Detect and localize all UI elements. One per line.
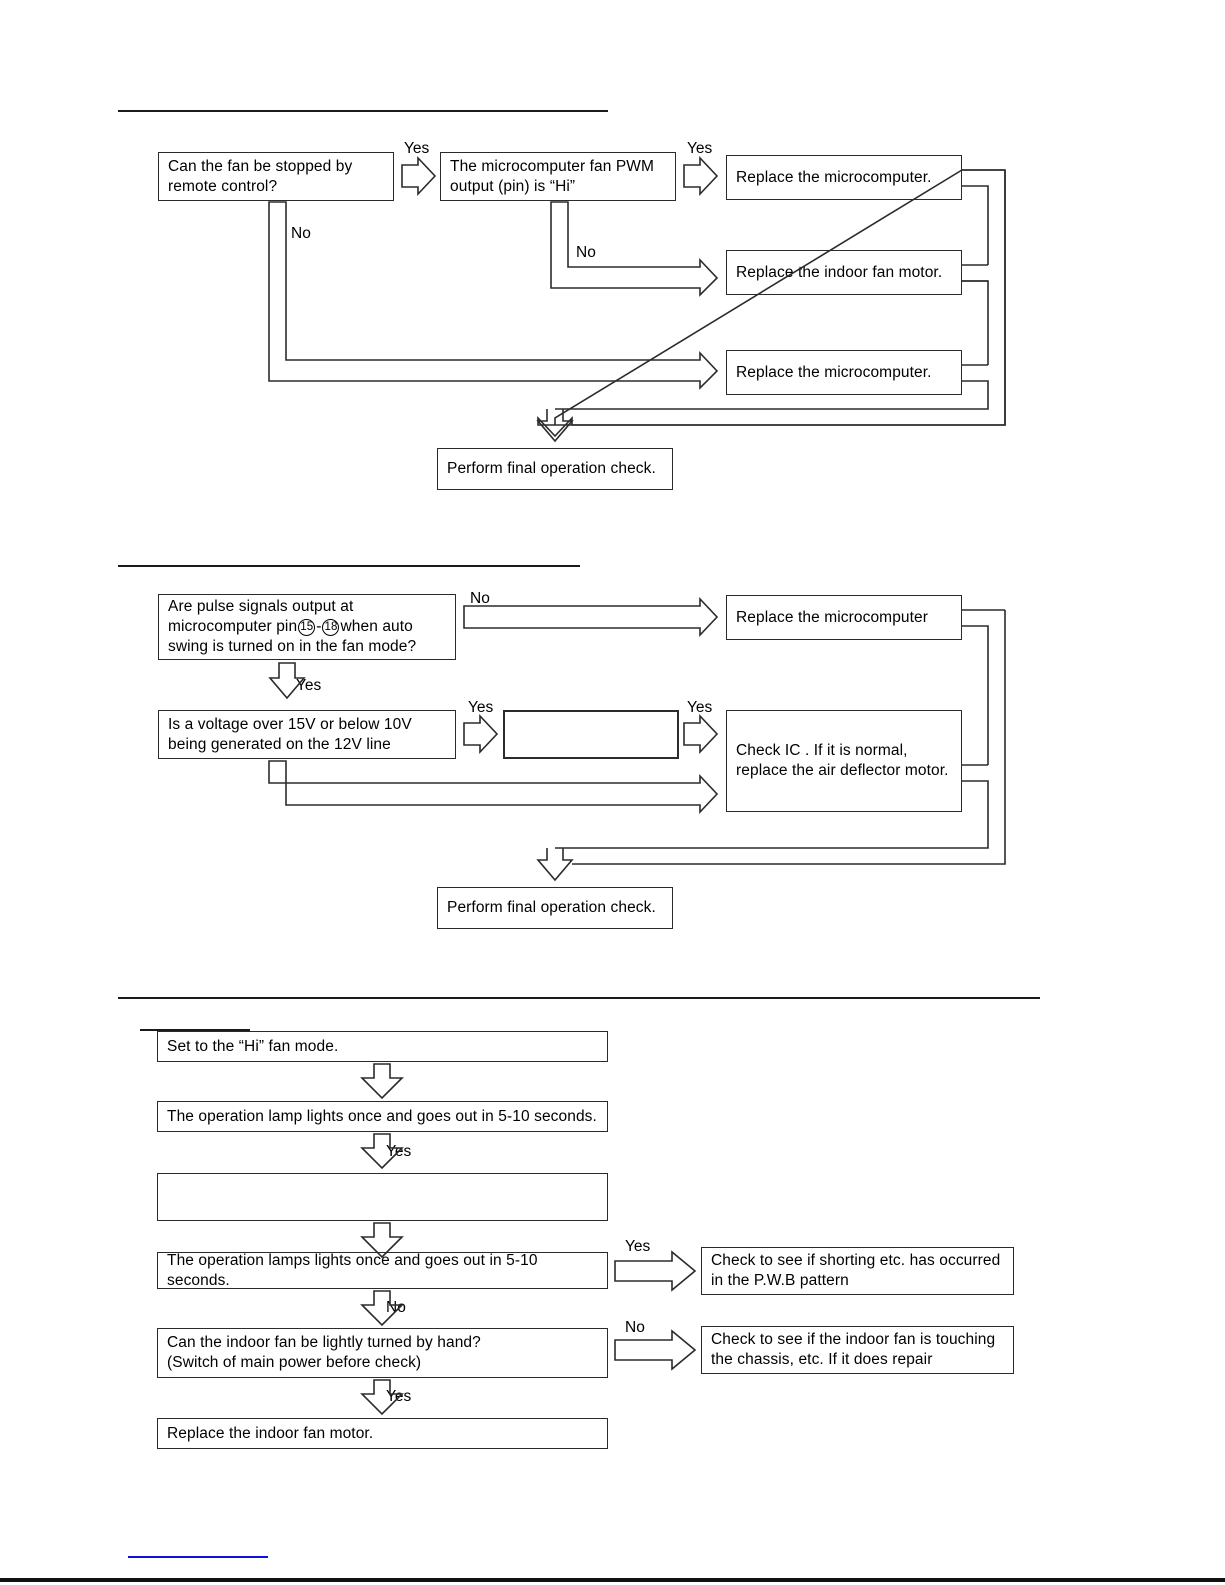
- footer-hyperlink[interactable]: [128, 1556, 268, 1558]
- label-yes-3: Yes: [296, 677, 322, 694]
- section-rule-1: [118, 110, 608, 112]
- label-no-4: No: [386, 1299, 406, 1316]
- label-no-5: No: [625, 1319, 645, 1336]
- label-yes-5: Yes: [687, 699, 713, 716]
- label-yes-1: Yes: [404, 140, 430, 157]
- label-yes-2: Yes: [687, 140, 713, 157]
- box-text: Check IC . If it is normal, replace the …: [736, 742, 949, 779]
- label-yes-8: Yes: [386, 1388, 412, 1405]
- box-replace-microcomputer-2: Replace the microcomputer.: [726, 350, 962, 395]
- pin-dash: -: [316, 618, 322, 636]
- pulse-line-3: swing is turned on in the fan mode?: [168, 637, 417, 655]
- box-text: The microcomputer fan PWM output (pin) i…: [450, 157, 655, 195]
- pulse-line-2b: when auto: [340, 618, 413, 636]
- box-pulse-signals-question: Are pulse signals output at microcomputer…: [158, 594, 456, 660]
- box-replace-indoor-fan-motor-2: Replace the indoor fan motor.: [157, 1418, 608, 1449]
- connector-stub-1b: [962, 185, 989, 265]
- box-operation-lamp-2: The operation lamps lights once and goes…: [157, 1252, 608, 1289]
- box-perform-final-operation-check-1: Perform final operation check.: [437, 448, 673, 490]
- box-text: Set to the “Hi” fan mode.: [167, 1037, 339, 1055]
- connector-return-bus-1: [537, 169, 1006, 438]
- connector-lower-2: [268, 760, 719, 815]
- box-set-hi-fan-mode: Set to the “Hi” fan mode.: [157, 1031, 608, 1062]
- box-text: Is a voltage over 15V or below 10V being…: [168, 715, 412, 753]
- pin-number-15: 15: [298, 619, 316, 637]
- box-text: Replace the microcomputer.: [736, 168, 932, 186]
- box-text: Are pulse signals output at microcomputer…: [168, 597, 416, 656]
- page-bottom-edge: [0, 1578, 1225, 1582]
- box-text: Can the indoor fan be lightly turned by …: [167, 1334, 481, 1371]
- box-can-fan-be-stopped: Can the fan be stopped by remote control…: [158, 152, 394, 201]
- box-text: Can the fan be stopped by remote control…: [168, 157, 353, 195]
- connector-stub-1e: [962, 280, 989, 365]
- arrow-yes-4: [463, 713, 499, 755]
- box-check-chassis-touching: Check to see if the indoor fan is touchi…: [701, 1326, 1014, 1374]
- pin-number-18: 18: [322, 619, 340, 637]
- box-check-ic: Check IC . If it is normal, replace the …: [726, 710, 962, 812]
- box-replace-microcomputer-1: Replace the microcomputer.: [726, 155, 962, 200]
- label-no-2: No: [576, 244, 596, 261]
- section-rule-3: [118, 997, 1040, 999]
- label-no-1: No: [291, 225, 311, 242]
- arrow-down-final-2: [536, 848, 574, 882]
- box-text: Replace the microcomputer: [736, 608, 929, 626]
- label-no-3: No: [470, 590, 490, 607]
- box-pwm-output-hi: The microcomputer fan PWM output (pin) i…: [440, 152, 676, 201]
- connector-stub-2b: [962, 625, 989, 765]
- pulse-line-2a: microcomputer pin: [168, 618, 298, 636]
- box-text: Check to see if the indoor fan is touchi…: [711, 1331, 996, 1368]
- box-empty-section3: [157, 1173, 608, 1221]
- box-text: Perform final operation check.: [447, 899, 656, 917]
- box-empty-section2: [503, 710, 679, 759]
- label-yes-6: Yes: [386, 1143, 412, 1160]
- arrow-yes-2: [683, 155, 719, 197]
- pulse-line-1: Are pulse signals output at: [168, 598, 354, 616]
- box-voltage-question: Is a voltage over 15V or below 10V being…: [158, 710, 456, 759]
- box-turn-fan-by-hand: Can the indoor fan be lightly turned by …: [157, 1328, 608, 1378]
- box-replace-indoor-fan-motor: Replace the indoor fan motor.: [726, 250, 962, 295]
- box-text: Replace the indoor fan motor.: [167, 1424, 374, 1442]
- box-text: Replace the indoor fan motor.: [736, 263, 943, 281]
- connector-no-3: [463, 596, 719, 638]
- box-perform-final-operation-check-2: Perform final operation check.: [437, 887, 673, 929]
- box-check-pwb-pattern: Check to see if shorting etc. has occurr…: [701, 1247, 1014, 1295]
- box-text: The operation lamp lights once and goes …: [167, 1107, 597, 1125]
- arrow-right-3a: [614, 1250, 697, 1292]
- box-operation-lamp-1: The operation lamp lights once and goes …: [157, 1101, 608, 1132]
- section-rule-2: [118, 565, 580, 567]
- box-text: Check to see if shorting etc. has occurr…: [711, 1252, 1001, 1289]
- arrow-down-final-1: [536, 409, 574, 443]
- label-yes-4: Yes: [468, 699, 494, 716]
- box-text: The operation lamps lights once and goes…: [167, 1251, 538, 1289]
- box-text: Perform final operation check.: [447, 460, 656, 478]
- arrow-yes-5: [683, 713, 719, 755]
- arrow-yes-1: [401, 155, 437, 197]
- connector-no-1: [268, 201, 719, 390]
- arrow-down-3a: [360, 1063, 404, 1100]
- box-text: Replace the microcomputer.: [736, 363, 932, 381]
- section-subrule-3: [140, 1029, 250, 1031]
- arrow-right-3b: [614, 1329, 697, 1371]
- box-replace-microcomputer-3: Replace the microcomputer: [726, 595, 962, 640]
- label-yes-7: Yes: [625, 1238, 651, 1255]
